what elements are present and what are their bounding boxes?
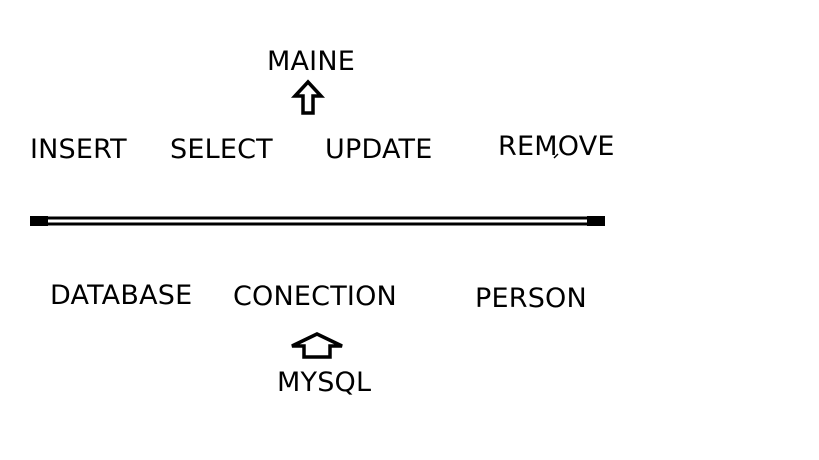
label-maine: MAINE	[267, 46, 355, 77]
label-insert: INSERT	[30, 134, 127, 165]
divider-line	[30, 216, 605, 226]
label-select: SELECT	[170, 134, 273, 165]
label-person: PERSON	[475, 283, 587, 314]
label-database: DATABASE	[50, 280, 193, 311]
arrow-up-icon	[290, 79, 326, 115]
arrow-up-icon	[291, 332, 343, 359]
stroke-mark	[553, 153, 559, 159]
label-update: UPDATE	[325, 134, 433, 165]
label-conection: CONECTION	[233, 281, 397, 312]
label-mysql: MYSQL	[277, 367, 372, 398]
